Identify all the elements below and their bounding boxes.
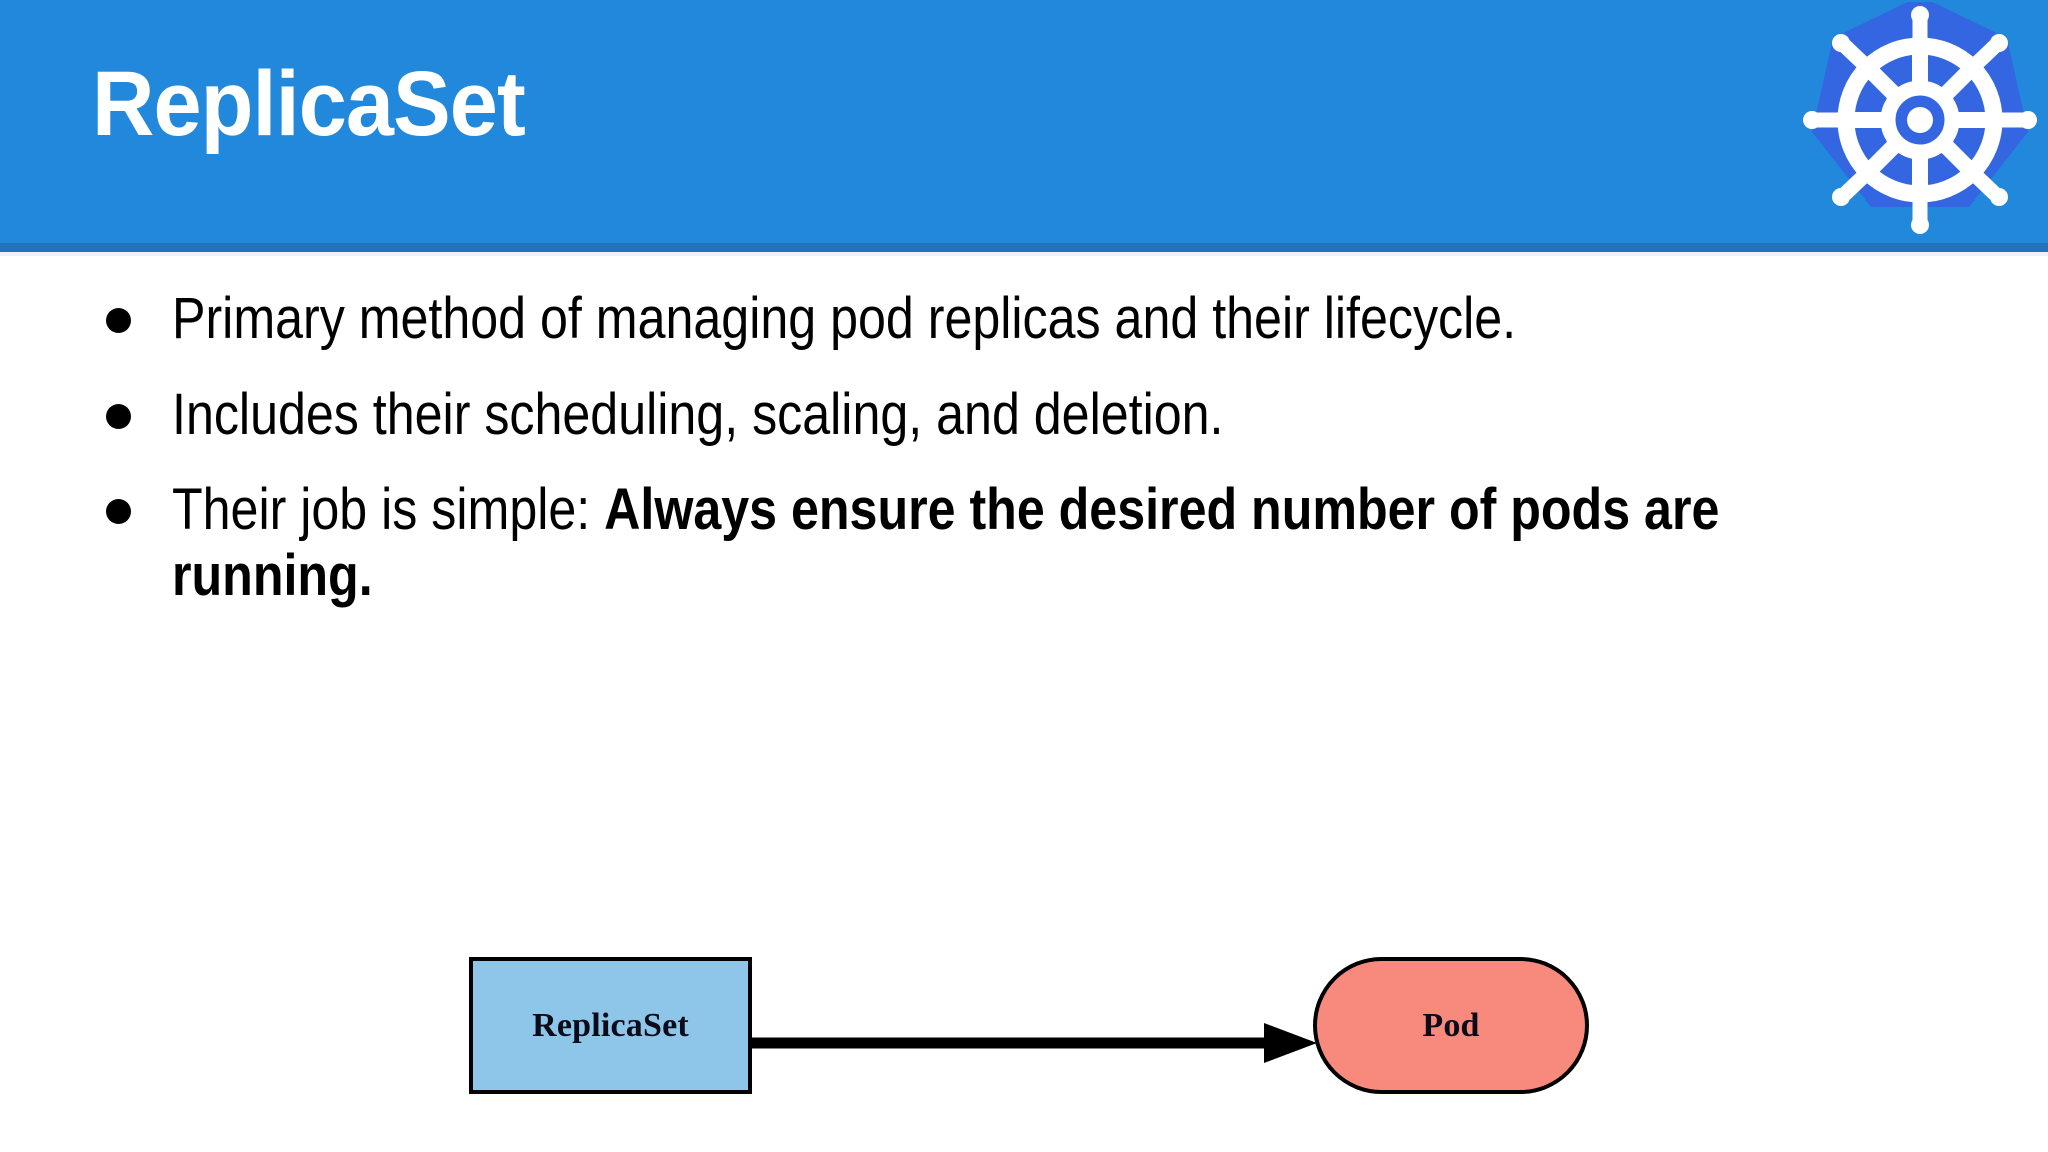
kubernetes-logo <box>1795 2 2045 252</box>
bullet-text-3-emphasis: Always ensure the desired number of pods… <box>172 477 1720 608</box>
header-banner: ReplicaSet <box>0 0 2048 243</box>
page-title: ReplicaSet <box>92 53 526 155</box>
bullet-list: Primary method of managing pod replicas … <box>92 286 1992 638</box>
bullet-item-3: Their job is simple: Always ensure the d… <box>92 477 1992 608</box>
bullet-text-1: Primary method of managing pod replicas … <box>172 286 1517 351</box>
helm-wheel-icon <box>1803 6 2037 234</box>
bullet-marker-icon <box>106 403 131 429</box>
bullet-marker-icon <box>106 308 131 333</box>
replicaset-pod-diagram: ReplicaSet Pod <box>0 935 2048 1152</box>
diagram-edge-replicaset-to-pod <box>752 1023 1317 1063</box>
diagram-node-replicaset-label: ReplicaSet <box>532 1006 689 1044</box>
bullet-text-3: Their job is simple: Always ensure the d… <box>172 477 1720 608</box>
diagram-node-pod[interactable]: Pod <box>1313 957 1589 1094</box>
bullet-marker-icon <box>106 499 131 525</box>
bullet-item-1: Primary method of managing pod replicas … <box>92 286 1992 352</box>
header-hairline <box>0 252 2048 256</box>
diagram-node-replicaset[interactable]: ReplicaSet <box>469 957 752 1094</box>
header-underline-accent <box>0 243 2048 252</box>
bullet-text-2: Includes their scheduling, scaling, and … <box>172 381 1224 447</box>
bullet-item-2: Includes their scheduling, scaling, and … <box>92 382 1992 448</box>
diagram-node-pod-label: Pod <box>1422 1006 1480 1044</box>
